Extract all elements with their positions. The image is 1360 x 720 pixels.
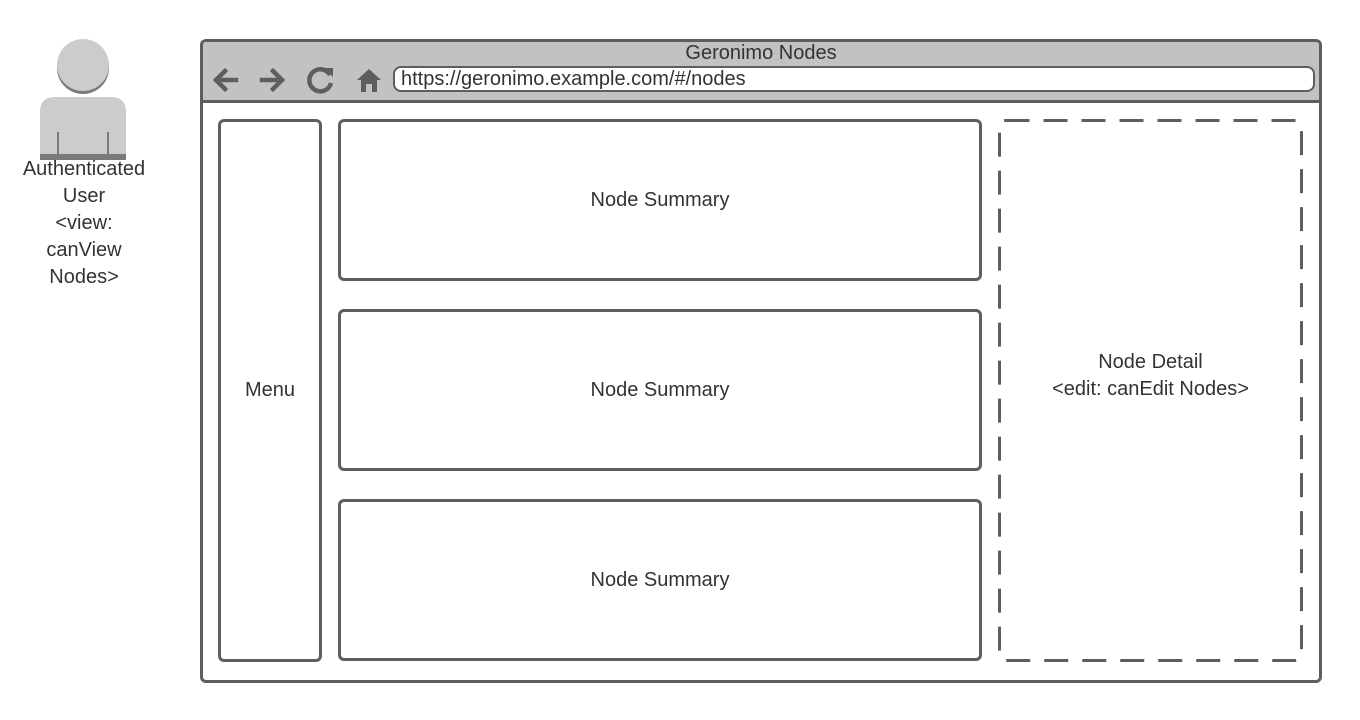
actor-label-line: <view: [55,212,113,234]
user-icon [40,39,126,160]
home-icon[interactable] [353,64,385,96]
actor-label-line: Nodes> [49,266,119,288]
node-detail-panel: Node Detail <edit: canEdit Nodes> [998,119,1303,662]
node-detail-text: Node Detail <edit: canEdit Nodes> [998,119,1303,662]
node-detail-title: Node Detail [1098,350,1203,373]
menu-panel[interactable]: Menu [218,119,322,662]
window-title: Geronimo Nodes [685,42,837,64]
actor-label-line: Authenticated [22,158,146,180]
actor: Authenticated User <view: canView Nodes> [0,0,168,300]
actor-label: Authenticated User <view: canView Nodes> [0,156,168,291]
actor-label-line: User [62,185,106,207]
node-summary-card[interactable]: Node Summary [338,119,982,281]
back-arrow-icon[interactable] [209,64,241,96]
reload-icon[interactable] [305,64,337,96]
forward-arrow-icon[interactable] [257,64,289,96]
node-detail-permission: <edit: canEdit Nodes> [1052,377,1249,400]
browser-titlebar: Geronimo Nodes https://geronimo.example.… [203,42,1319,103]
node-summary-label: Node Summary [590,188,730,211]
menu-label: Menu [244,379,296,401]
dashed-border [998,119,1303,662]
node-summary-card[interactable]: Node Summary [338,309,982,471]
node-summary-label: Node Summary [590,378,730,401]
url-bar[interactable]: https://geronimo.example.com/#/nodes [393,66,1315,92]
actor-label-line: canView [46,239,122,261]
node-summary-card[interactable]: Node Summary [338,499,982,661]
node-summary-label: Node Summary [590,568,730,591]
